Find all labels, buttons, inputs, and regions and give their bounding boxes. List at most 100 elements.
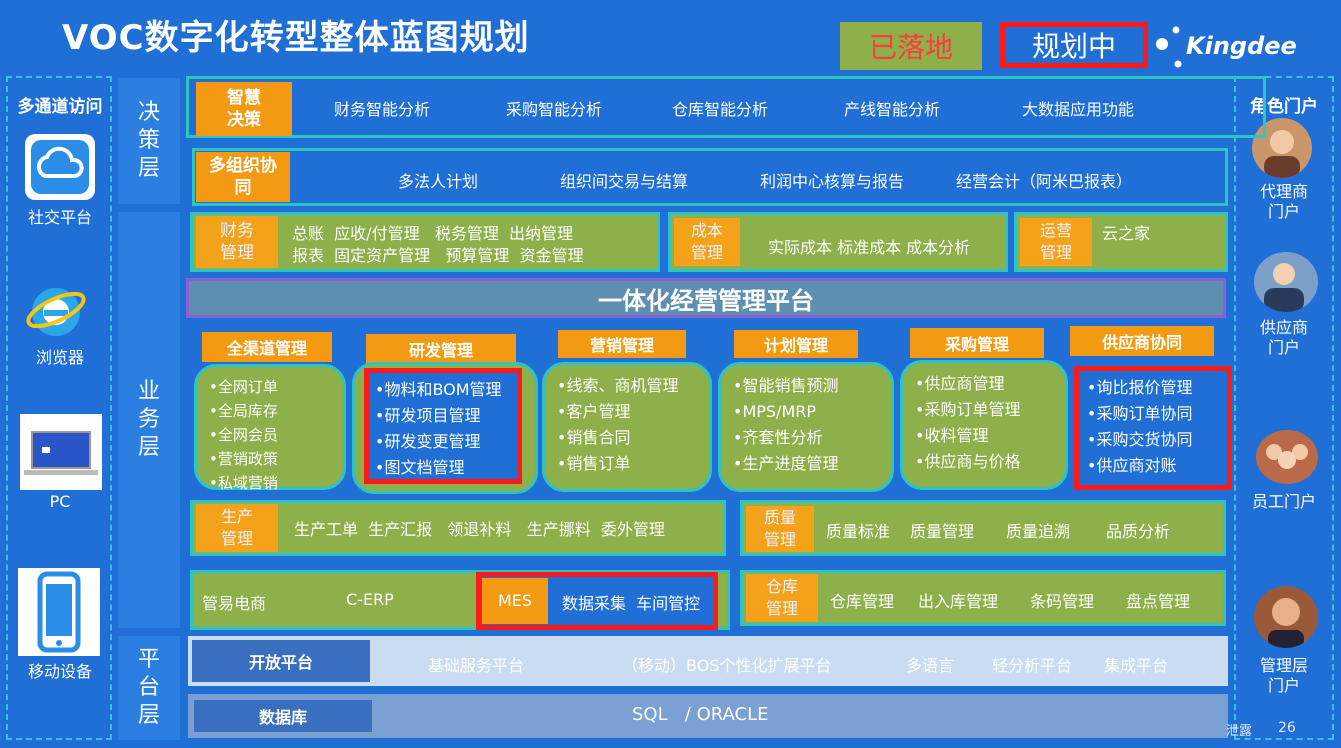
employee-avatar[interactable] (1256, 430, 1318, 484)
warehouse-item: 出入库管理 (918, 592, 999, 611)
warehouse-tag: 仓库 管理 (746, 574, 818, 622)
list-item: •全网会员 (209, 426, 278, 444)
supplier-avatar[interactable] (1254, 252, 1318, 312)
finance-line-2: 报表 固定资产管理 预算管理 资金管理 (292, 246, 584, 265)
ops-tag: 运营 管理 (1020, 218, 1092, 266)
multi-org-tag: 多组织协 同 (196, 152, 290, 202)
mes-text: 数据采集 车间管控 (562, 594, 701, 613)
quality-item: 质量追溯 (1006, 522, 1071, 541)
mes-tag: MES (482, 578, 548, 624)
platform-item: 基础服务平台 (428, 656, 525, 675)
decision-item: 仓库智能分析 (672, 100, 769, 119)
logo-dots-icon (1156, 26, 1182, 68)
list-item: •MPS/MRP (733, 402, 817, 421)
portal-label-supplier: 供应商 门户 (1259, 318, 1308, 357)
quality-block (740, 500, 1226, 556)
agent-avatar[interactable] (1252, 118, 1312, 178)
list-item: •研发变更管理 (375, 432, 481, 451)
production-tag: 生产 管理 (196, 504, 278, 552)
business-layer-label: 业 务 层 (118, 212, 180, 628)
quality-item: 质量管理 (910, 522, 975, 541)
left-panel-title: 多通道访问 (17, 97, 103, 117)
warehouse-item: 仓库管理 (830, 592, 895, 611)
list-item: •图文档管理 (375, 458, 465, 477)
channel-label-social: 社交平台 (27, 208, 92, 227)
decision-row-2 (192, 148, 1228, 206)
list-item: •销售合同 (557, 428, 631, 447)
module-head-marketing: 营销管理 (558, 330, 686, 358)
quality-tag: 质量 管理 (746, 506, 814, 552)
decision-item: 采购智能分析 (506, 100, 603, 119)
production-text: 生产工单 生产汇报 领退补料 生产挪料 委外管理 (294, 520, 665, 539)
warehouse-block (740, 570, 1226, 626)
quality-item: 品质分析 (1106, 522, 1171, 541)
module-purchasing: •供应商管理 •采购订单管理 •收料管理 •供应商与价格 (900, 360, 1068, 490)
laptop-icon (24, 431, 98, 475)
production-block (190, 500, 726, 556)
database-tag: 数据库 (194, 700, 372, 732)
mobile-device-icon[interactable] (18, 568, 100, 656)
list-item: •采购订单管理 (915, 400, 1021, 419)
module-planning: •智能销售预测 •MPS/MRP •齐套性分析 •生产进度管理 (718, 362, 894, 492)
decision-item: 大数据应用功能 (1022, 100, 1135, 119)
page-number: 26 (1278, 720, 1296, 736)
open-platform-tag: 开放平台 (192, 640, 370, 682)
right-panel (1234, 76, 1334, 740)
legend-planned: 规划中 (1000, 22, 1148, 68)
finance-tag: 财务 管理 (196, 216, 278, 268)
pc-icon[interactable] (20, 414, 102, 490)
decision-item: 多法人计划 (398, 172, 479, 191)
logo-text: Kingdee (1186, 32, 1297, 60)
left-panel (6, 76, 112, 740)
list-item: •营销政策 (209, 450, 278, 468)
cost-tag: 成本 管理 (674, 218, 740, 266)
list-item: •生产进度管理 (733, 454, 839, 473)
channel-label-mobile: 移动设备 (27, 662, 92, 681)
portal-label-management: 管理层 门户 (1259, 656, 1308, 695)
module-head-rnd: 研发管理 (366, 334, 516, 364)
management-avatar[interactable] (1254, 586, 1318, 648)
integrated-platform-title: 一体化经营管理平台 (186, 278, 1226, 318)
kingdee-logo: Kingdee (1150, 22, 1310, 72)
portal-label-agent: 代理商 门户 (1259, 182, 1308, 221)
platform-item: 轻分析平台 (992, 656, 1073, 675)
decision-item: 财务智能分析 (334, 100, 431, 119)
decision-layer-label: 决 策 层 (118, 78, 180, 204)
footer-note: 泄露 (1226, 724, 1253, 739)
list-item: •智能销售预测 (733, 376, 839, 395)
list-item: •客户管理 (557, 402, 631, 421)
platform-item: （移动）BOS个性化扩展平台 (622, 656, 832, 675)
module-head-purchasing: 采购管理 (910, 328, 1044, 358)
list-item: •询比报价管理 (1087, 378, 1193, 397)
platform-item: 多语言 (906, 656, 955, 675)
browser-icon[interactable] (24, 280, 88, 342)
page-title: VOC数字化转型整体蓝图规划 (62, 18, 530, 58)
ops-text: 云之家 (1102, 224, 1151, 243)
platform-item: 集成平台 (1104, 656, 1169, 675)
person-icon (1264, 263, 1304, 312)
commerce-label: 管易电商 (202, 594, 267, 613)
module-omnichannel: •全网订单 •全局库存 •全网会员 •营销政策 •私域营销 (194, 364, 346, 492)
database-text: SQL / ORACLE (632, 704, 769, 725)
list-item: •供应商与价格 (915, 452, 1021, 471)
decision-item: 组织间交易与结算 (560, 172, 689, 191)
list-item: •线索、商机管理 (557, 376, 679, 395)
social-platform-icon[interactable] (25, 134, 95, 200)
person-icon (1268, 598, 1304, 648)
decision-item: 利润中心核算与报告 (760, 172, 905, 191)
module-supplier-collab: •询比报价管理 •采购订单协同 •采购交货协同 •供应商对账 (1074, 366, 1232, 490)
commerce-erp: C-ERP (346, 590, 394, 609)
module-head-supplier-collab: 供应商协同 (1070, 326, 1214, 356)
module-marketing: •线索、商机管理 •客户管理 •销售合同 •销售订单 (542, 362, 712, 492)
list-item: •采购订单协同 (1087, 404, 1193, 423)
finance-line-1: 总账 应收/付管理 税务管理 出纳管理 (292, 224, 573, 243)
list-item: •物料和BOM管理 (375, 380, 502, 399)
portal-label-employee: 员工门户 (1251, 492, 1316, 511)
cost-text: 实际成本 标准成本 成本分析 (768, 238, 971, 257)
list-item: •私域营销 (209, 474, 278, 492)
ie-browser-icon (26, 288, 86, 336)
list-item: •销售订单 (557, 454, 631, 473)
module-head-planning: 计划管理 (734, 330, 858, 358)
decision-item: 产线智能分析 (844, 100, 941, 119)
warehouse-item: 盘点管理 (1126, 592, 1191, 611)
